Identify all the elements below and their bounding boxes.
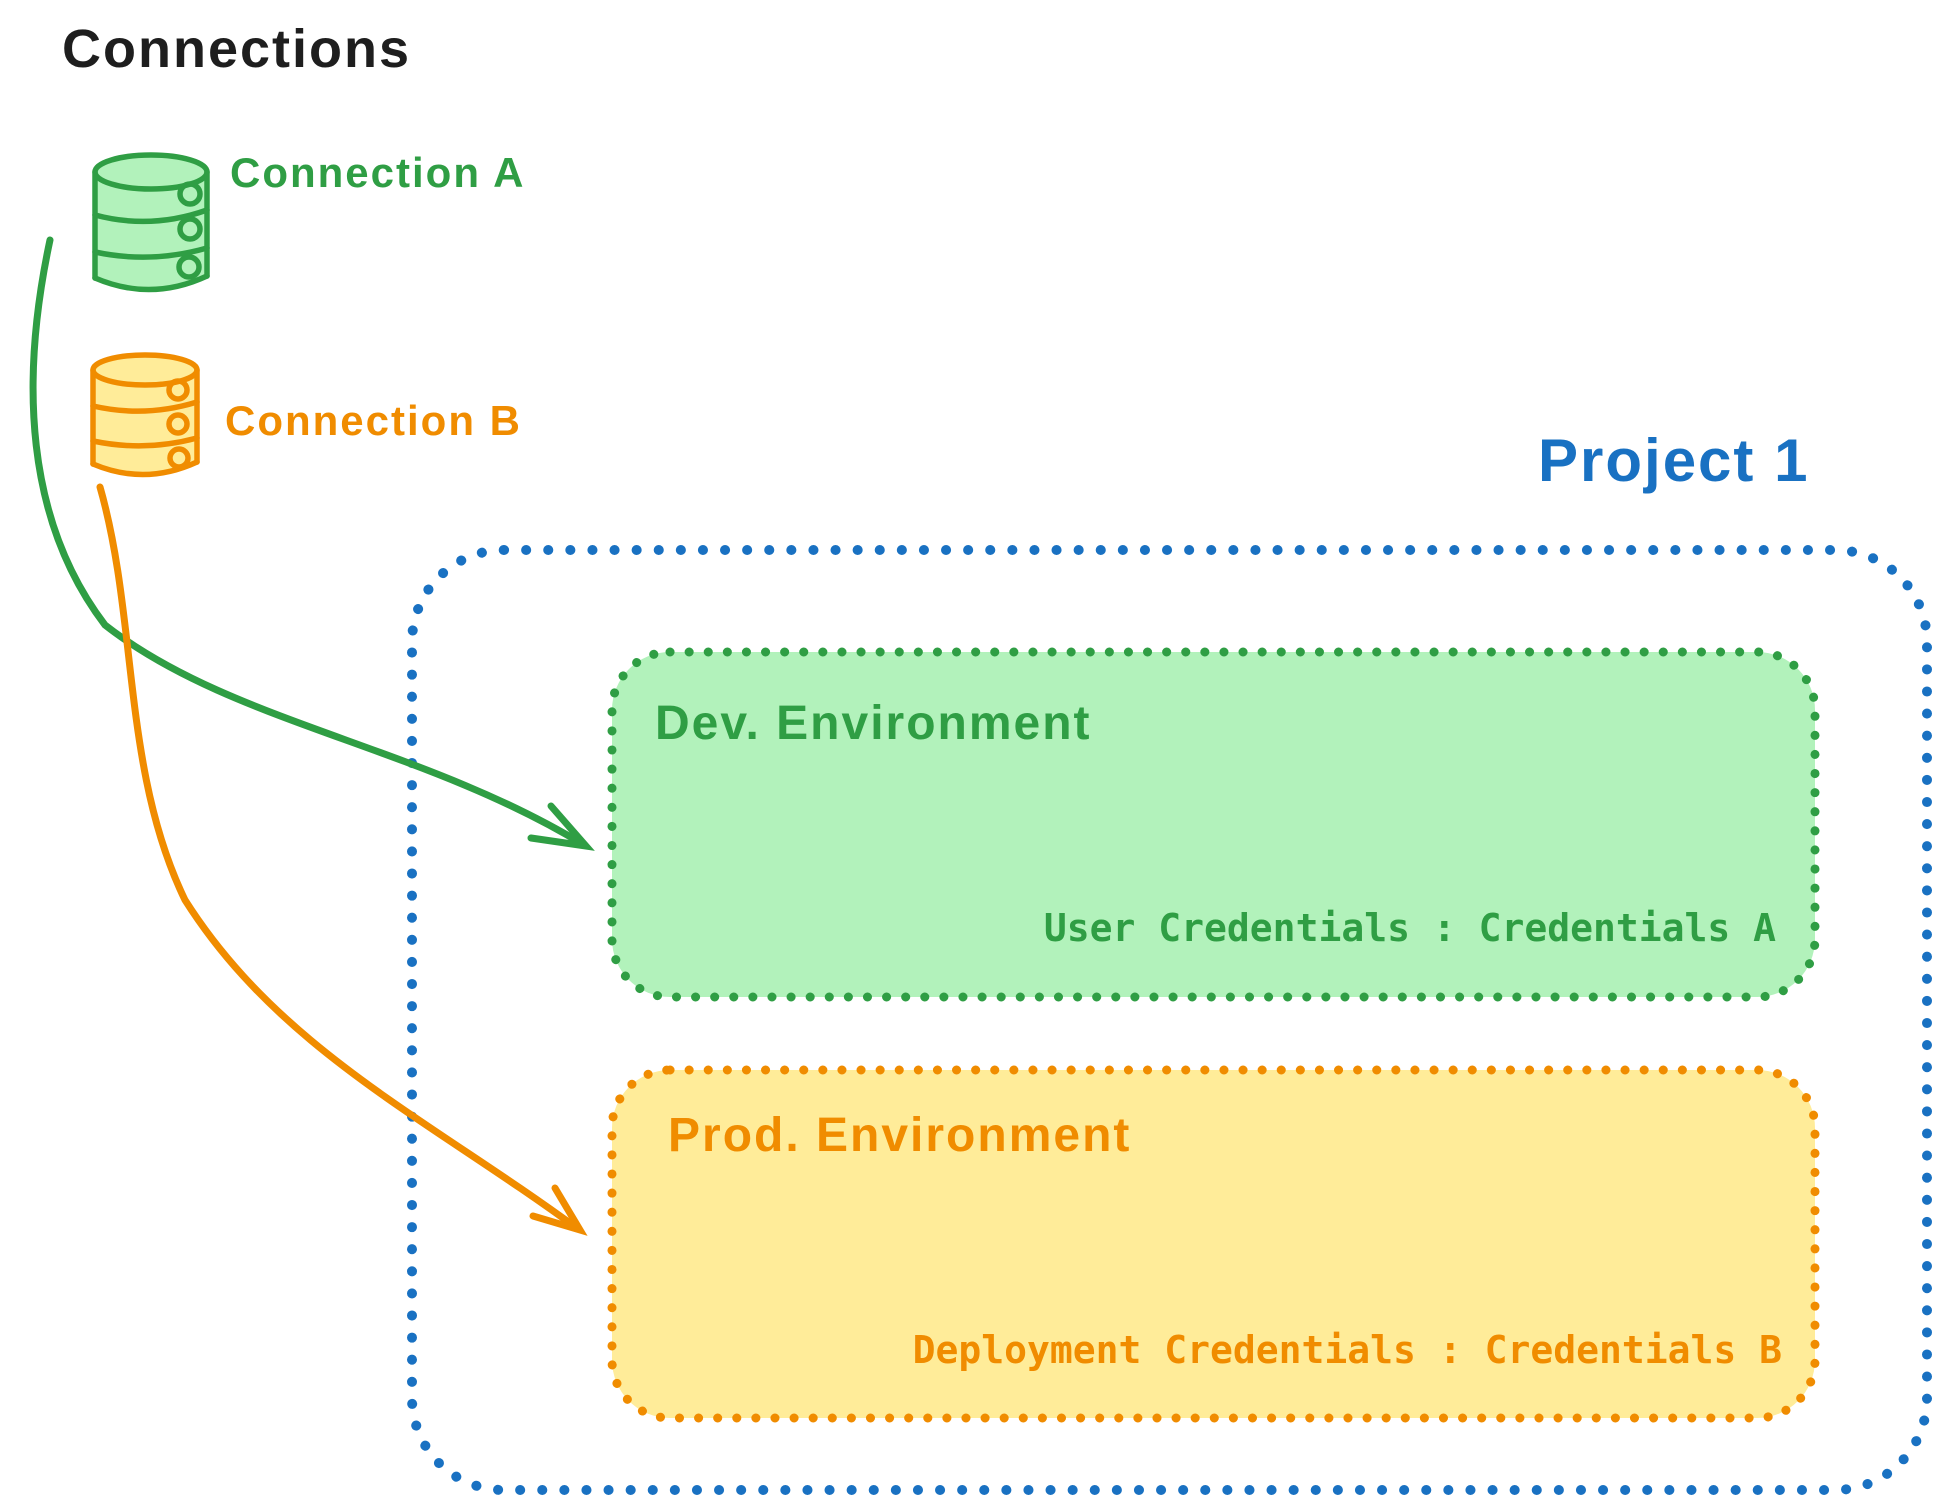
prod-environment-title: Prod. Environment: [668, 1109, 1132, 1162]
dev-environment-credentials: User Credentials : Credentials A: [1043, 906, 1776, 950]
db-divider-1: [92, 207, 210, 225]
db-divider-2: [92, 245, 210, 260]
arrow-head: [529, 1184, 588, 1236]
connection-a-label: Connection A: [230, 149, 526, 196]
database-cylinder-icon: [90, 352, 200, 478]
prod-environment-credentials: Deployment Credentials : Credentials B: [912, 1328, 1782, 1372]
db-dot-1: [177, 181, 203, 207]
db-divider-2: [90, 435, 200, 449]
arrow-line: [96, 483, 582, 1233]
diagram-title: Connections: [62, 19, 412, 79]
arrow-head: [527, 802, 595, 851]
db-dot-3: [167, 446, 191, 470]
arrow-line: [29, 236, 588, 849]
project-title: Project 1: [1538, 427, 1810, 494]
connection-b-label: Connection B: [225, 397, 522, 444]
dev-environment-title: Dev. Environment: [655, 697, 1092, 750]
db-bottom-curve: [92, 273, 210, 293]
project-container-box: [407, 545, 1932, 1495]
db-divider-1: [90, 399, 200, 414]
connection-a-to-dev-arrow: [29, 236, 595, 851]
db-dot-3: [176, 254, 202, 280]
db-dot-1: [166, 378, 190, 402]
prod-environment-box: [607, 1065, 1820, 1423]
database-cylinder-icon: [92, 152, 210, 293]
db-dot-2: [166, 412, 190, 436]
dev-environment-box: [607, 647, 1820, 1002]
db-dot-2: [177, 216, 203, 242]
connection-b-to-prod-arrow: [96, 483, 588, 1236]
